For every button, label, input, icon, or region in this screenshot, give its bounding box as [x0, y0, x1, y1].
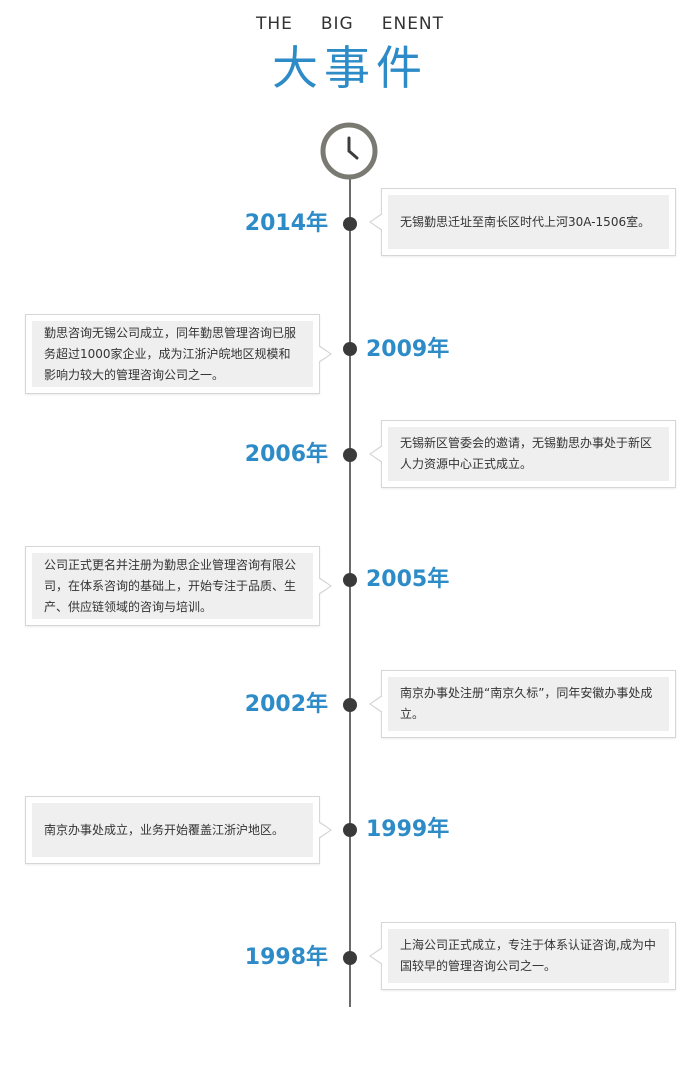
event-year: 1998年: [244, 945, 328, 970]
timeline-dot: [343, 698, 357, 712]
event-year: 2002年: [244, 692, 328, 717]
event-description: 南京办事处注册“南京久标”，同年安徽办事处成立。: [388, 677, 669, 731]
event-card: 南京办事处成立，业务开始覆盖江浙沪地区。: [25, 796, 332, 864]
event-card: 南京办事处注册“南京久标”，同年安徽办事处成立。: [369, 670, 676, 738]
event-card: 无锡勤思迁址至南长区时代上河30A-1506室。: [369, 188, 676, 256]
event-description: 无锡新区管委会的邀请，无锡勤思办事处于新区人力资源中心正式成立。: [388, 427, 669, 481]
event-year: 2006年: [244, 442, 328, 467]
event-description: 南京办事处成立，业务开始覆盖江浙沪地区。: [32, 803, 313, 857]
timeline-dot: [343, 951, 357, 965]
timeline-dot: [343, 573, 357, 587]
section-title-en: THE BIG ENENT: [0, 14, 700, 34]
title-en-word-big: BIG: [320, 14, 354, 34]
event-year: 2009年: [366, 337, 450, 362]
timeline-dot: [343, 823, 357, 837]
event-description: 公司正式更名并注册为勤思企业管理咨询有限公司，在体系咨询的基础上，开始专注于品质…: [32, 553, 313, 619]
event-card: 勤思咨询无锡公司成立，同年勤思管理咨询已服务超过1000家企业，成为江浙沪皖地区…: [25, 314, 332, 394]
event-card: 公司正式更名并注册为勤思企业管理咨询有限公司，在体系咨询的基础上，开始专注于品质…: [25, 546, 332, 626]
event-description: 上海公司正式成立，专注于体系认证咨询,成为中国较早的管理咨询公司之一。: [388, 929, 669, 983]
title-en-word-enent: ENENT: [381, 14, 445, 34]
timeline-dot: [343, 217, 357, 231]
event-description: 无锡勤思迁址至南长区时代上河30A-1506室。: [388, 195, 669, 249]
timeline-line: [349, 175, 351, 1007]
event-card: 上海公司正式成立，专注于体系认证咨询,成为中国较早的管理咨询公司之一。: [369, 922, 676, 990]
event-year: 2014年: [244, 211, 328, 236]
title-en-word-the: THE: [255, 14, 293, 34]
event-year: 1999年: [366, 817, 450, 842]
timeline-dot: [343, 448, 357, 462]
event-year: 2005年: [366, 567, 450, 592]
event-card: 无锡新区管委会的邀请，无锡勤思办事处于新区人力资源中心正式成立。: [369, 420, 676, 488]
timeline-dot: [343, 342, 357, 356]
section-title-cn: 大事件: [272, 41, 428, 95]
clock-icon: [320, 122, 378, 180]
event-description: 勤思咨询无锡公司成立，同年勤思管理咨询已服务超过1000家企业，成为江浙沪皖地区…: [32, 321, 313, 387]
